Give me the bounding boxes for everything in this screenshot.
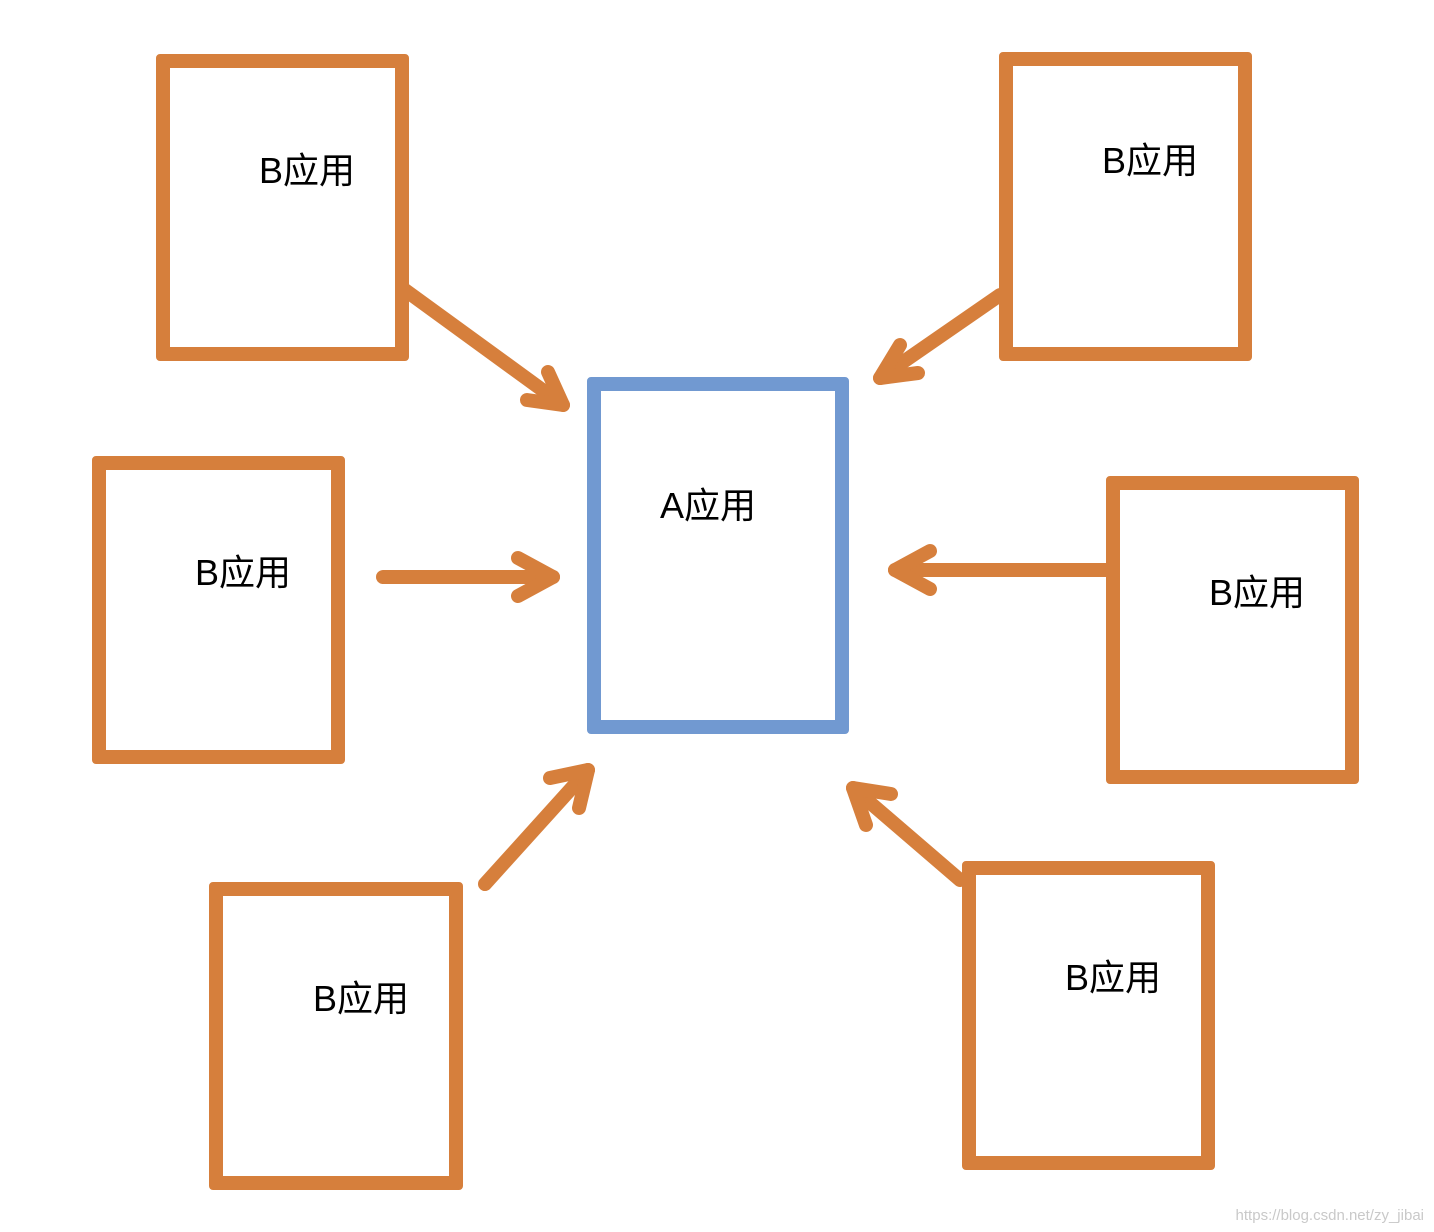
node-b-app-top-right — [999, 52, 1252, 361]
arrow-bottom-right — [846, 781, 967, 887]
node-b-app-top-left-label: B应用 — [259, 150, 356, 191]
arrow-middle-right — [888, 544, 1122, 596]
node-b-app-middle-left — [92, 456, 345, 764]
watermark: https://blog.csdn.net/zy_jibai — [1235, 1207, 1424, 1224]
node-b-app-bottom-right — [962, 861, 1215, 1170]
arrow-top-right — [873, 288, 1007, 385]
node-b-app-middle-right — [1106, 476, 1359, 784]
arrow-top-left — [398, 283, 570, 412]
arrow-middle-left — [376, 551, 560, 603]
node-b-app-top-right-label: B应用 — [1102, 140, 1199, 181]
node-b-app-middle-right-label: B应用 — [1209, 572, 1306, 613]
node-b-app-top-left — [156, 54, 409, 361]
arrow-bottom-left — [478, 763, 595, 891]
node-b-app-bottom-left-label: B应用 — [313, 978, 410, 1019]
node-a-app — [587, 377, 849, 734]
node-b-app-middle-left-label: B应用 — [195, 552, 292, 593]
node-b-app-bottom-right-label: B应用 — [1065, 957, 1162, 998]
node-b-app-bottom-left — [209, 882, 463, 1190]
node-a-app-label: A应用 — [660, 485, 757, 526]
